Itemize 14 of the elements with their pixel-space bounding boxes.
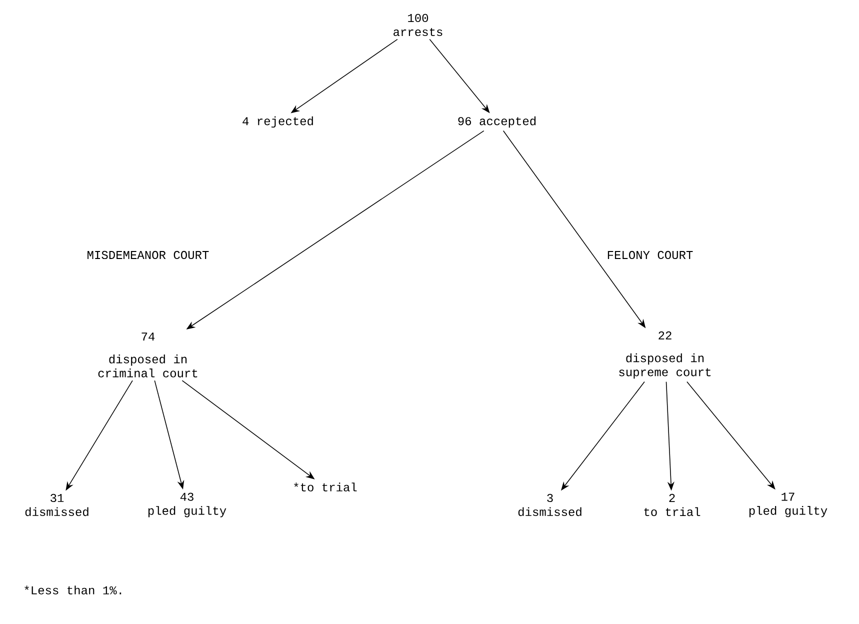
count-label: 74 disposed in criminal court xyxy=(98,332,198,378)
count-label: 100 arrests xyxy=(394,14,442,36)
count-label: 3 dismissed xyxy=(518,494,582,516)
footnote: *Less than 1%. xyxy=(24,586,122,594)
court-heading: MISDEMEANOR COURT xyxy=(88,250,209,260)
count-label: 2 to trial xyxy=(644,494,700,516)
count-label: *to trial xyxy=(294,482,357,492)
count-label: 17 pled guilty xyxy=(749,492,828,518)
count-label: 43 pled guilty xyxy=(148,492,226,518)
count-label: 4 rejected xyxy=(242,116,313,128)
count-label: 22 disposed in supreme court xyxy=(619,331,711,379)
count-label: 31 dismissed xyxy=(25,494,88,516)
count-label: 96 accepted xyxy=(458,116,536,128)
court-heading: FELONY COURT xyxy=(608,250,693,260)
